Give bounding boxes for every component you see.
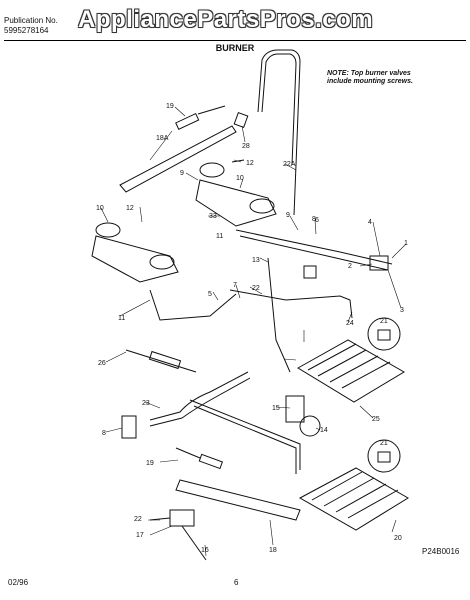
- publication-number: 5995278164: [4, 26, 49, 35]
- oven-burner-tube-18: [175, 479, 301, 521]
- lower-tube: [189, 399, 301, 470]
- label-10-left: 10: [96, 205, 104, 212]
- section-title: BURNER: [215, 43, 255, 53]
- page-number: 6: [234, 578, 239, 587]
- burner-head-right-2: [249, 198, 275, 214]
- label-28: 28: [242, 143, 250, 150]
- label-7: 7: [233, 282, 237, 289]
- label-18: 18: [269, 547, 277, 554]
- label-14: 14: [320, 427, 328, 434]
- gas-line-22: [229, 289, 353, 319]
- regulator-tube-23: [149, 371, 249, 421]
- label-20: 20: [394, 535, 402, 542]
- burner-bracket-left: [91, 235, 179, 283]
- burner-head-left-2: [149, 254, 175, 270]
- burner-shield-20: [298, 467, 409, 531]
- label-8-top: 8: [312, 216, 316, 223]
- label-9-left: 9: [180, 170, 184, 177]
- watermark-logo: AppliancePartsPros.com: [78, 6, 374, 33]
- label-19-lower: 19: [146, 460, 154, 467]
- label-25: 25: [372, 416, 380, 423]
- leader-lines: [100, 106, 407, 557]
- label-33: 33: [209, 213, 217, 220]
- burner-tube-18a: [119, 125, 237, 193]
- label-17: 17: [136, 532, 144, 539]
- valve-right: [369, 255, 389, 271]
- manifold-tube: [235, 229, 393, 265]
- label-19-top: 19: [166, 103, 174, 110]
- label-21-lower: 21: [380, 440, 388, 447]
- gas-tube-upper-inner: [261, 53, 297, 166]
- label-16: 16: [201, 547, 209, 554]
- safety-valve-14: [299, 415, 321, 437]
- gas-line-11: [149, 289, 237, 321]
- burner-head-right-1: [199, 162, 225, 178]
- valve-center: [303, 265, 317, 279]
- switch-8: [121, 415, 137, 439]
- note-line-1: NOTE: Top burner valves: [327, 70, 411, 77]
- label-5-left: 5: [208, 291, 212, 298]
- label-10-right: 10: [236, 175, 244, 182]
- label-2: 2: [348, 263, 352, 270]
- header-rule: [4, 40, 466, 41]
- burner-shield-20-grid: [311, 471, 399, 519]
- label-22-lower: 22: [134, 516, 142, 523]
- label-22a: 22A: [283, 161, 296, 168]
- regulator-tube-23b: [149, 377, 251, 427]
- label-12-left: 12: [126, 205, 134, 212]
- broil-electrode-26-body: [148, 350, 182, 370]
- publication-label: Publication No.: [4, 16, 58, 25]
- label-12-top: 12: [246, 160, 254, 167]
- electrode-lower: [198, 453, 224, 470]
- burner-bracket-right: [195, 179, 277, 227]
- gas-line-13: [267, 257, 291, 373]
- label-26: 26: [98, 360, 106, 367]
- label-11-top: 11: [216, 233, 223, 240]
- label-13: 13: [252, 257, 260, 264]
- label-21-upper: 21: [380, 318, 388, 325]
- bracket-15: [285, 395, 305, 423]
- burner-shield-25: [297, 339, 405, 403]
- label-6: 6: [315, 217, 319, 224]
- orifice-detail-circle-lower: [367, 439, 401, 473]
- label-22: 22: [252, 285, 260, 292]
- electrode-top: [175, 112, 200, 130]
- orifice-upper: [377, 329, 391, 341]
- label-8-lower: 8: [102, 430, 106, 437]
- label-3: 3: [400, 307, 404, 314]
- manifold-tube-2: [239, 235, 389, 271]
- label-15: 15: [272, 405, 280, 412]
- lower-tube-b: [193, 405, 297, 474]
- gas-tube-upper: [257, 49, 301, 216]
- label-9-right: 9: [286, 212, 290, 219]
- oven-valve-17: [169, 509, 195, 527]
- label-1: 1: [404, 240, 408, 247]
- electrode-wire-top: [197, 105, 226, 115]
- valve-tube-16: [181, 525, 207, 561]
- orifice-lower: [377, 451, 391, 463]
- label-11-left: 11: [118, 315, 125, 322]
- burner-shield-25-grid: [307, 343, 391, 389]
- burner-head-left-1: [95, 222, 121, 238]
- fitting-28: [233, 112, 249, 128]
- label-18a: 18A: [156, 135, 169, 142]
- label-24: 24: [346, 320, 354, 327]
- diagram-code: P24B0016: [422, 547, 460, 556]
- valve-tube-22-lower: [149, 517, 171, 521]
- broil-electrode-26: [125, 349, 197, 373]
- label-23: 23: [142, 400, 150, 407]
- footer-date: 02/96: [8, 578, 29, 587]
- note-line-2: include mounting screws.: [327, 78, 413, 85]
- label-4: 4: [368, 219, 372, 226]
- electrode-wire-lower: [175, 447, 201, 459]
- orifice-detail-circle-upper: [367, 317, 401, 351]
- diagram-note: NOTE: Top burner valves include mounting…: [327, 70, 413, 86]
